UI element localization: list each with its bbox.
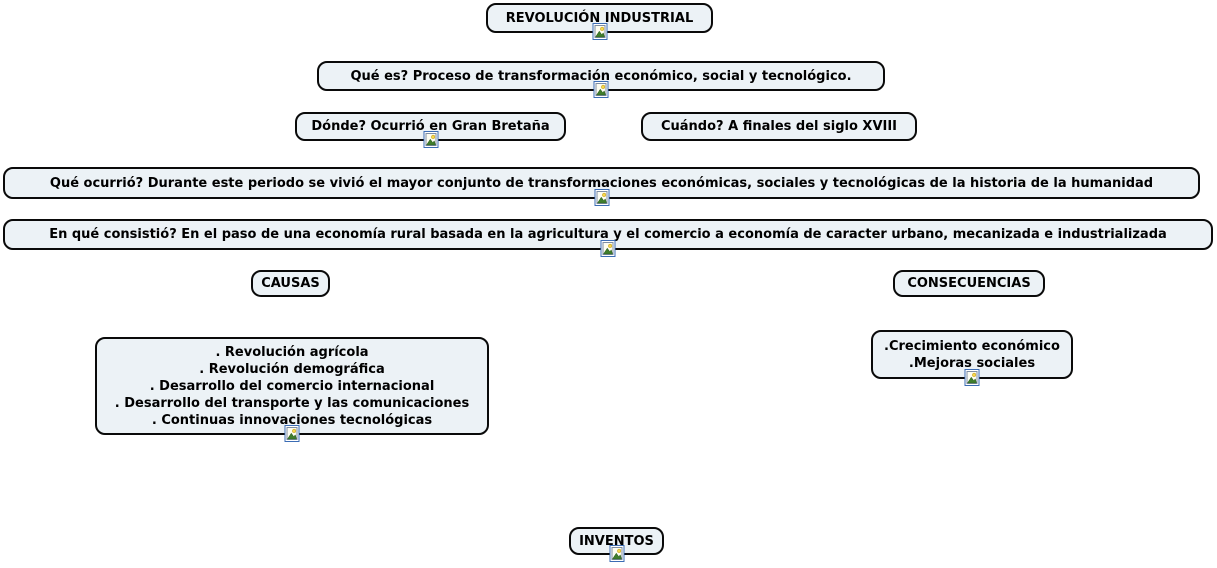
node-que-es[interactable]: Qué es? Proceso de transformación económ… xyxy=(317,61,885,98)
image-icon[interactable] xyxy=(592,23,607,40)
node-label: CAUSAS xyxy=(261,276,320,291)
node-label: . Revolución agrícola . Revolución demog… xyxy=(114,344,470,428)
node-label: En qué consistió? En el paso de una econ… xyxy=(49,227,1167,242)
node-label: CONSECUENCIAS xyxy=(907,276,1031,291)
image-icon[interactable] xyxy=(594,189,609,206)
node-revolucion-industrial[interactable]: REVOLUCIÓN INDUSTRIAL xyxy=(486,3,713,40)
node-label: Cuándo? A finales del siglo XVIII xyxy=(660,119,898,134)
image-icon[interactable] xyxy=(964,369,980,386)
image-icon[interactable] xyxy=(609,545,624,562)
node-label: INVENTOS xyxy=(579,533,654,549)
node-donde[interactable]: Dónde? Ocurrió en Gran Bretaña xyxy=(295,112,566,148)
image-icon[interactable] xyxy=(600,240,616,257)
node-consecuencias-detalle[interactable]: .Crecimiento económico .Mejoras sociales xyxy=(871,330,1073,386)
node-label: .Crecimiento económico .Mejoras sociales xyxy=(884,338,1060,371)
image-icon[interactable] xyxy=(423,131,438,148)
node-label: Qué ocurrió? Durante este periodo se viv… xyxy=(49,175,1154,191)
node-causas[interactable]: CAUSAS xyxy=(251,270,330,297)
node-label: REVOLUCIÓN INDUSTRIAL xyxy=(505,10,694,26)
node-cuando[interactable]: Cuándo? A finales del siglo XVIII xyxy=(641,112,917,141)
image-icon[interactable] xyxy=(593,81,609,98)
node-causas-detalle[interactable]: . Revolución agrícola . Revolución demog… xyxy=(95,337,489,442)
node-inventos[interactable]: INVENTOS xyxy=(569,527,664,562)
node-label: Dónde? Ocurrió en Gran Bretaña xyxy=(311,119,550,134)
node-consecuencias[interactable]: CONSECUENCIAS xyxy=(893,270,1045,297)
image-icon[interactable] xyxy=(284,425,300,442)
node-label: Qué es? Proceso de transformación económ… xyxy=(350,68,852,84)
node-que-ocurrio[interactable]: Qué ocurrió? Durante este periodo se viv… xyxy=(3,167,1200,206)
node-en-que-consistio[interactable]: En qué consistió? En el paso de una econ… xyxy=(3,219,1213,257)
